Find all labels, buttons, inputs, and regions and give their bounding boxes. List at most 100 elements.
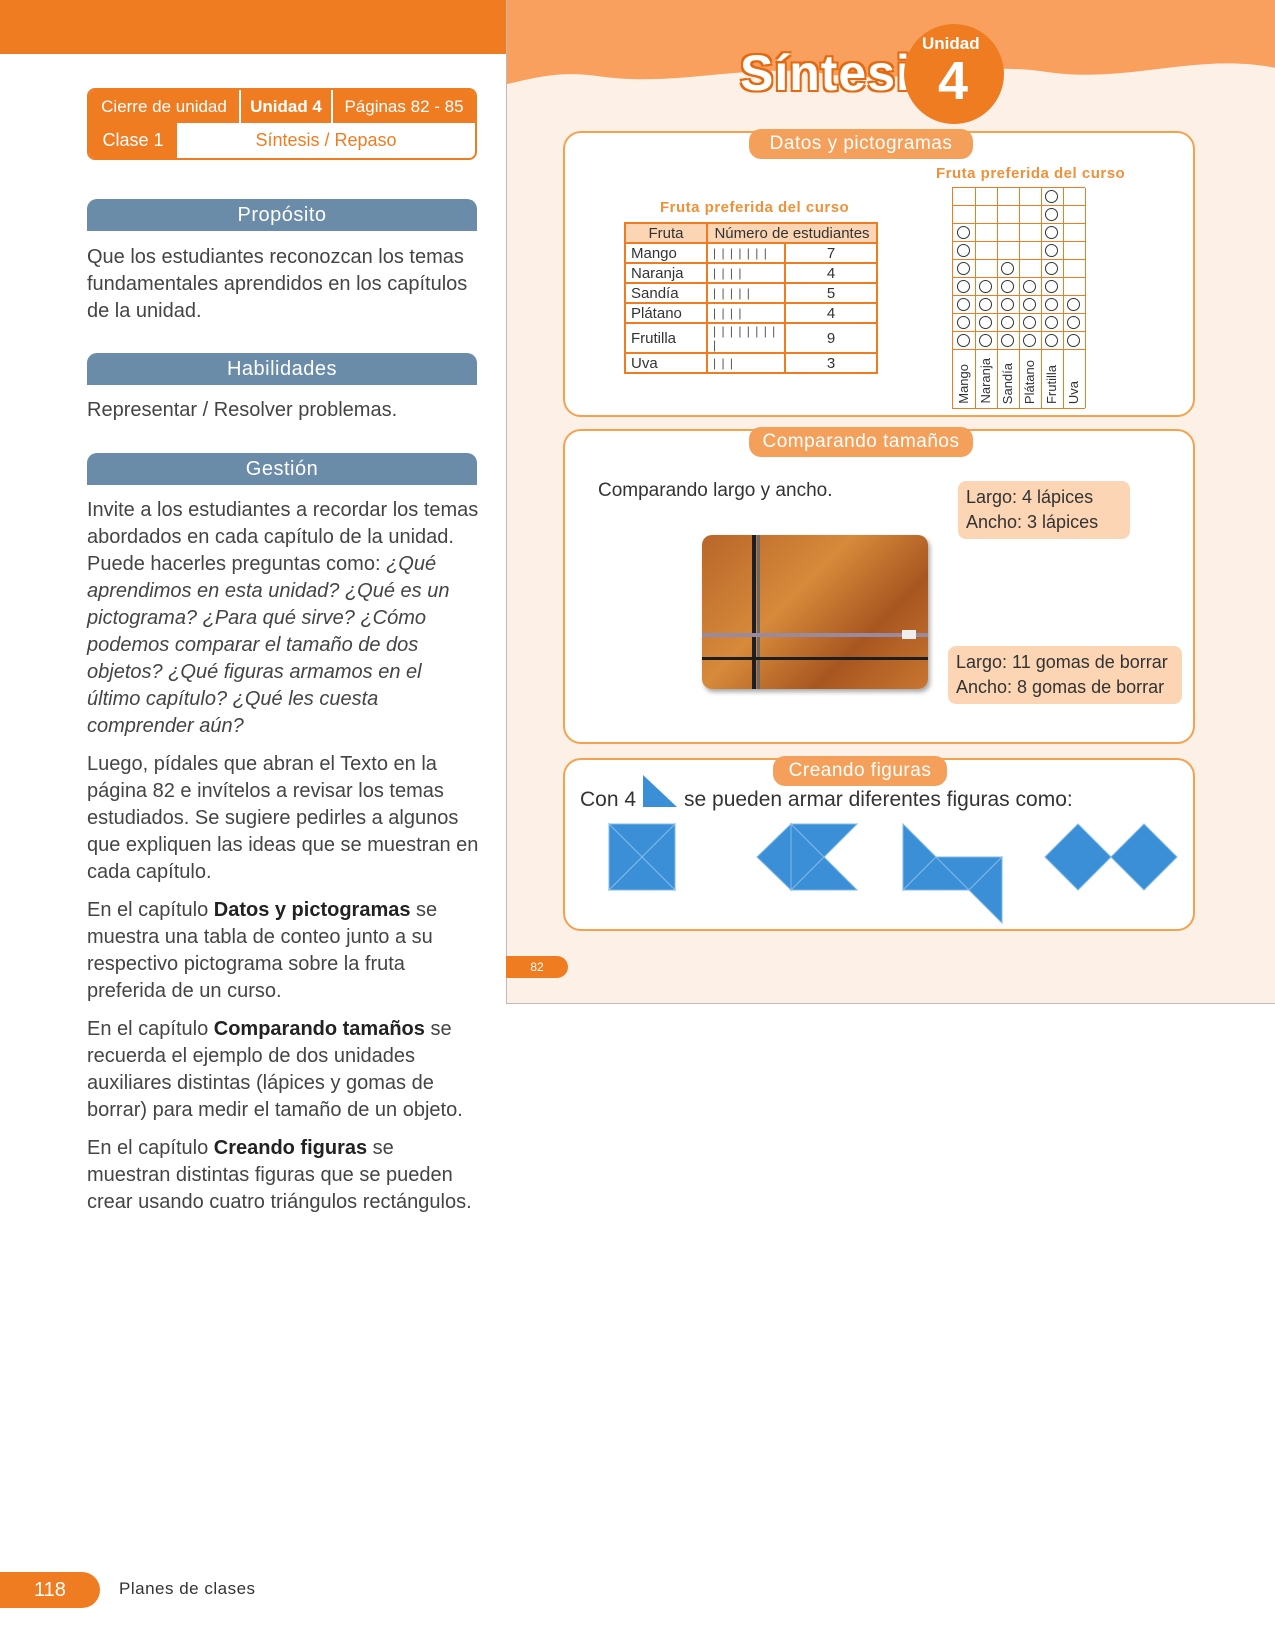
tally-cell: | | | | | | | xyxy=(706,242,786,264)
pictogram-cell xyxy=(1019,224,1041,242)
count-cell: 3 xyxy=(784,352,878,374)
pictogram-cell xyxy=(1019,332,1041,350)
pictogram-circle-icon xyxy=(1067,334,1080,347)
unit-label: Unidad 4 xyxy=(241,90,333,123)
pictogram-circle-icon xyxy=(1001,316,1014,329)
col-fruit-header: Fruta xyxy=(624,222,708,244)
pictogram-circle-icon xyxy=(957,298,970,311)
table-row: Plátano| | | |4 xyxy=(624,302,878,324)
pictogram-cell xyxy=(1041,188,1063,206)
pictogram-cell xyxy=(997,224,1019,242)
pictogram-cell xyxy=(1019,314,1041,332)
pictogram-cell xyxy=(1063,278,1085,296)
pictogram-cell xyxy=(975,242,997,260)
pictogram-cell xyxy=(975,278,997,296)
shapes-text-start: Con 4 xyxy=(580,788,637,811)
purpose-text: Que los estudiantes reconozcan los temas… xyxy=(87,244,479,336)
pictogram-cell xyxy=(953,242,975,260)
pictogram-circle-icon xyxy=(1045,208,1058,221)
pictogram-cell xyxy=(1041,260,1063,278)
pictogram-circle-icon xyxy=(1001,262,1014,275)
pictogram-cell xyxy=(953,314,975,332)
pictogram-cell xyxy=(1063,296,1085,314)
tangram-figures xyxy=(607,822,1178,925)
pictogram-cell xyxy=(997,206,1019,224)
eraser-width: Ancho: 8 gomas de borrar xyxy=(956,677,1165,697)
pictogram-circle-icon xyxy=(1067,298,1080,311)
management-paragraph-2: Luego, pídales que abran el Texto en la … xyxy=(87,753,479,883)
pictogram-cell xyxy=(953,332,975,350)
pictogram-cell xyxy=(1063,332,1085,350)
pictogram-column: Mango xyxy=(953,188,976,408)
pictogram-cell xyxy=(1063,314,1085,332)
pictogram-cell xyxy=(1063,224,1085,242)
pictogram-cell xyxy=(1019,242,1041,260)
textbook-page-number: 82 xyxy=(506,956,568,978)
fruit-cell: Plátano xyxy=(624,302,708,324)
wood-board-image xyxy=(702,535,928,689)
mgmt-p5-c: se muestran distintas figuras que se pue… xyxy=(87,1137,472,1213)
mgmt-p4-b: Comparando tamaños xyxy=(213,1018,425,1040)
pictogram-circle-icon xyxy=(1023,316,1036,329)
pictogram-cell xyxy=(1019,296,1041,314)
table-row: Frutilla| | | | | | | | |9 xyxy=(624,322,878,354)
pictogram-circle-icon xyxy=(957,316,970,329)
mgmt-p4-a: En el capítulo xyxy=(87,1018,214,1040)
pictogram-cell xyxy=(1041,278,1063,296)
pictogram-cell xyxy=(953,206,975,224)
pictogram-circle-icon xyxy=(957,280,970,293)
measuring-lines xyxy=(702,535,928,689)
pictogram-cell xyxy=(953,260,975,278)
tally-cell: | | | | | xyxy=(706,282,786,304)
pictogram-circle-icon xyxy=(957,244,970,257)
pictogram-cell xyxy=(1041,206,1063,224)
eraser-length: Largo: 11 gomas de borrar xyxy=(956,652,1168,672)
pictogram-circle-icon xyxy=(979,280,992,293)
mgmt-p5-a: En el capítulo xyxy=(87,1137,214,1159)
pictogram-column: Naranja xyxy=(975,188,998,408)
pictogram-label: Naranja xyxy=(978,358,993,404)
pictogram-cell xyxy=(1019,260,1041,278)
mgmt-p1-questions: ¿Qué aprendimos en esta unidad? ¿Qué es … xyxy=(87,553,450,737)
pictogram-cell xyxy=(975,296,997,314)
table-row: Sandía| | | | |5 xyxy=(624,282,878,304)
pictogram-label: Mango xyxy=(956,364,971,404)
mgmt-p4-c: se recuerda el ejemplo de dos unidades a… xyxy=(87,1018,463,1121)
pencil-measure-note: Largo: 4 lápices Ancho: 3 lápices xyxy=(958,481,1130,539)
fruit-cell: Uva xyxy=(624,352,708,374)
count-cell: 5 xyxy=(784,282,878,304)
pictogram-circle-icon xyxy=(957,334,970,347)
table-row: Naranja| | | |4 xyxy=(624,262,878,284)
tally-cell: | | | | xyxy=(706,262,786,284)
pictogram-title: Fruta preferida del curso xyxy=(936,165,1126,182)
pictogram-circle-icon xyxy=(1045,226,1058,239)
pictogram-column: Sandía xyxy=(997,188,1020,408)
mgmt-p3-a: En el capítulo xyxy=(87,899,214,921)
management-text: Invite a los estudiantes a recordar los … xyxy=(87,497,479,1227)
pictogram-cell xyxy=(1041,224,1063,242)
pictogram-circle-icon xyxy=(1001,334,1014,347)
pictogram-circle-icon xyxy=(979,298,992,311)
triangle-icon xyxy=(643,775,677,807)
footer-label: Planes de clases xyxy=(119,1579,256,1598)
mgmt-p3-b: Datos y pictogramas xyxy=(213,899,411,921)
purpose-paragraph: Que los estudiantes reconozcan los temas… xyxy=(87,246,468,322)
tally-cell: | | | xyxy=(706,352,786,374)
pictogram-cell xyxy=(1063,260,1085,278)
management-paragraph-1: Invite a los estudiantes a recordar los … xyxy=(87,497,479,740)
management-paragraph-3: En el capítulo Datos y pictogramas se mu… xyxy=(87,897,479,1005)
pictogram-circle-icon xyxy=(979,334,992,347)
pictogram-cell xyxy=(997,296,1019,314)
eraser-measure-note: Largo: 11 gomas de borrar Ancho: 8 gomas… xyxy=(948,646,1182,704)
pictogram-circle-icon xyxy=(1045,316,1058,329)
pictogram-cell xyxy=(997,260,1019,278)
fruit-cell: Sandía xyxy=(624,282,708,304)
pictogram-circle-icon xyxy=(1023,280,1036,293)
management-paragraph-4: En el capítulo Comparando tamaños se rec… xyxy=(87,1016,479,1124)
tally-table-title: Fruta preferida del curso xyxy=(660,199,850,216)
fruit-cell: Mango xyxy=(624,242,708,264)
header-wave xyxy=(507,0,1275,84)
pictogram-cell xyxy=(1063,188,1085,206)
arrow-figure xyxy=(756,822,859,892)
pictogram-cell xyxy=(1063,242,1085,260)
